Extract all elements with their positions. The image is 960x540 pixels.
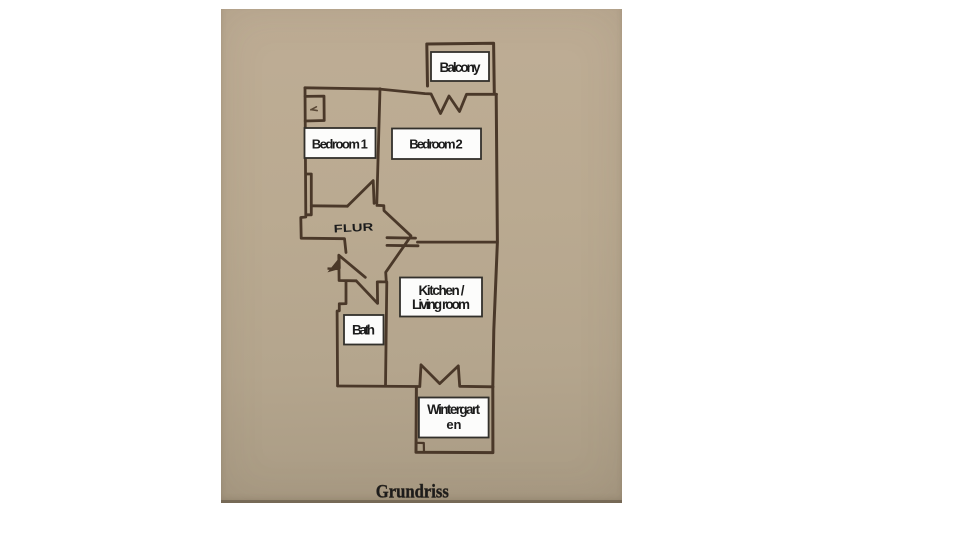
svg-text:en: en — [446, 417, 461, 432]
svg-text:FLUR: FLUR — [333, 221, 373, 235]
svg-text:Living room: Living room — [412, 297, 470, 312]
svg-text:Wintergart: Wintergart — [427, 402, 481, 417]
svg-text:Grundriss: Grundriss — [376, 482, 449, 503]
svg-text:Bath: Bath — [352, 322, 375, 337]
svg-text:Bedroom 2: Bedroom 2 — [409, 136, 463, 151]
svg-text:Balcony: Balcony — [440, 60, 481, 75]
svg-text:Bedroom 1: Bedroom 1 — [312, 137, 368, 152]
svg-text:Kitchen /: Kitchen / — [419, 283, 465, 298]
